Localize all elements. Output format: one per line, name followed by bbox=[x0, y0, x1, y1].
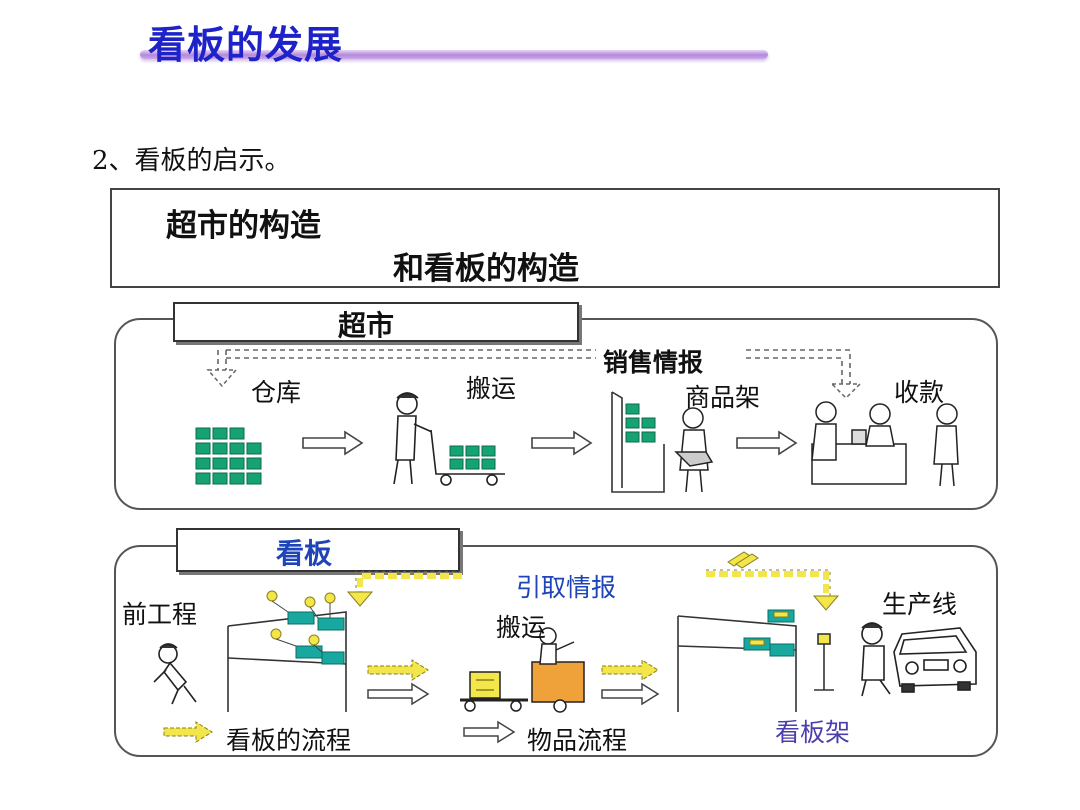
kanban-tab-label: 看板 bbox=[276, 537, 333, 570]
header-box bbox=[110, 188, 1000, 288]
legend-goods-flow-label: 物品流程 bbox=[527, 726, 628, 755]
flow-arrows-supermarket bbox=[302, 430, 798, 456]
shelf-boxes bbox=[625, 403, 656, 443]
cart-boxes bbox=[449, 445, 496, 470]
right-rack bbox=[677, 615, 797, 712]
production-worker bbox=[861, 622, 891, 697]
checkout-counter bbox=[811, 401, 959, 487]
title-underline bbox=[140, 50, 768, 59]
transport-label-kanban: 搬运 bbox=[496, 613, 547, 642]
kanban-cards-stack bbox=[727, 551, 759, 569]
subtitle: 2、看板的启示。 bbox=[92, 146, 291, 176]
pull-arrowhead-left bbox=[346, 591, 374, 607]
transport-label-supermarket: 搬运 bbox=[466, 374, 517, 403]
checkout-label: 收款 bbox=[894, 378, 945, 407]
pull-arrowhead-right bbox=[812, 595, 840, 611]
pull-info-label: 引取情报 bbox=[516, 573, 617, 602]
warehouse-boxes bbox=[195, 427, 262, 485]
supermarket-tab bbox=[173, 302, 579, 342]
shopper-figure bbox=[674, 407, 714, 493]
shelf-label: 商品架 bbox=[685, 383, 761, 412]
warehouse-label: 仓库 bbox=[251, 378, 302, 407]
supermarket-tab-label: 超市 bbox=[338, 309, 395, 342]
production-line-label: 生产线 bbox=[882, 590, 958, 619]
sales-info-label: 销售情报 bbox=[603, 348, 704, 377]
kanban-flow-arrows bbox=[367, 659, 660, 706]
legend-kanban-flow-label: 看板的流程 bbox=[226, 726, 352, 755]
left-rack-boxes bbox=[287, 611, 345, 665]
kanban-tab bbox=[176, 528, 460, 572]
header-line-2: 和看板的构造 bbox=[393, 251, 579, 287]
kanban-rack-label: 看板架 bbox=[775, 718, 851, 747]
prev-process-worker bbox=[153, 643, 197, 705]
sales-info-arrowheads bbox=[206, 369, 862, 400]
header-line-1: 超市的构造 bbox=[166, 208, 321, 244]
store-shelf bbox=[611, 391, 665, 493]
legend-goods-arrow bbox=[463, 720, 516, 744]
worker-with-cart bbox=[393, 392, 505, 486]
page-title: 看板的发展 bbox=[148, 23, 344, 67]
sales-info-loop bbox=[217, 349, 851, 386]
pull-info-path bbox=[357, 571, 829, 600]
transport-cart bbox=[460, 627, 585, 713]
left-rack-kanban-tags bbox=[266, 590, 336, 646]
left-rack-tag-strings bbox=[271, 600, 331, 653]
pull-info-path-outline bbox=[355, 569, 831, 602]
prev-process-label: 前工程 bbox=[122, 600, 198, 629]
car-figure bbox=[893, 627, 977, 693]
right-rack-kanban-tags bbox=[749, 611, 789, 646]
kanban-post bbox=[814, 633, 834, 691]
legend-kanban-arrow bbox=[163, 721, 213, 743]
